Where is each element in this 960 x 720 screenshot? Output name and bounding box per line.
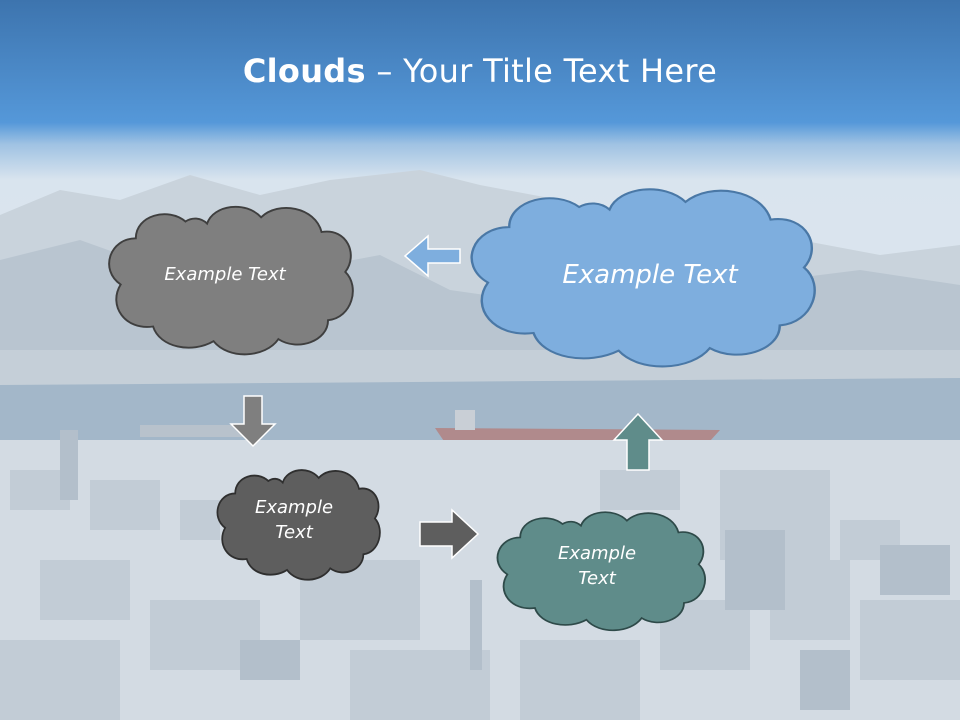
title-rest: Your Title Text Here: [403, 52, 718, 90]
cloud-dark-text: Example Text: [238, 490, 350, 550]
cloud-gray-text: Example Text: [164, 264, 286, 286]
cloud-blue-text: Example Text: [562, 259, 738, 290]
title-separator: –: [365, 52, 404, 90]
title-bold: Clouds: [242, 52, 366, 90]
cloud-teal-text: Example Text: [537, 536, 657, 596]
cloud-teal-line2: Text: [578, 568, 616, 589]
page-title: Clouds – Your Title Text Here: [0, 52, 960, 90]
arrow-right-icon: [419, 508, 480, 560]
cloud-teal-line1: Example: [557, 542, 637, 564]
arrow-down-icon: [229, 395, 277, 448]
arrow-up-icon: [612, 412, 664, 471]
arrow-left-icon: [403, 234, 461, 278]
cloud-dark-line1: Example: [254, 496, 334, 518]
cloud-dark-line2: Text: [275, 522, 313, 543]
